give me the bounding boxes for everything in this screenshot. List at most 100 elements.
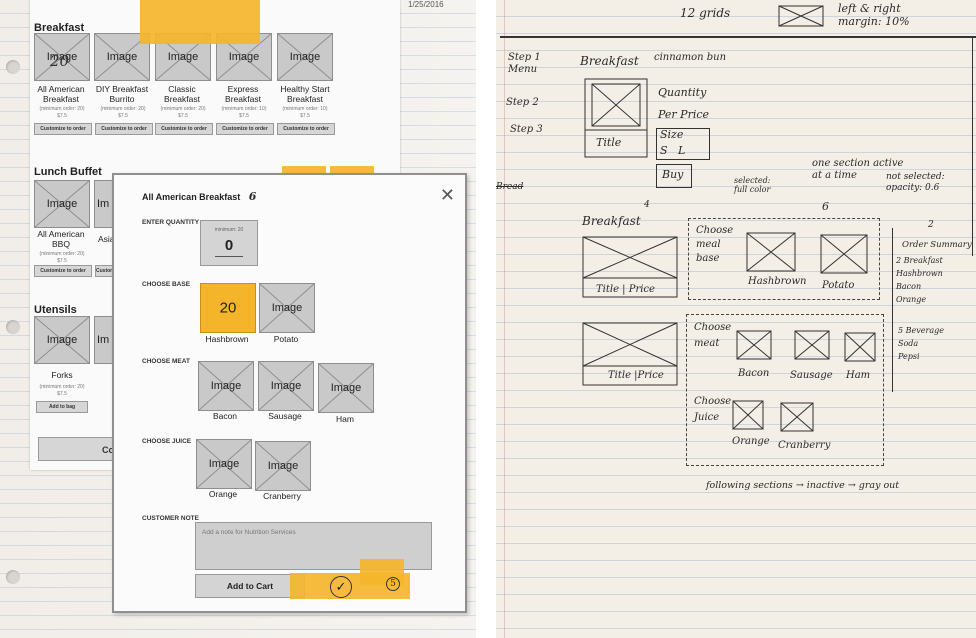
- breakfast-item-name: DIY Breakfast Burrito: [95, 84, 149, 104]
- juice-label: CHOOSE JUICE: [142, 438, 192, 445]
- customize-button[interactable]: Customize to order: [95, 123, 153, 135]
- qty-value: 0: [224, 237, 234, 254]
- meat-label: CHOOSE MEAT: [142, 358, 190, 365]
- price: $7.5: [300, 113, 310, 119]
- qty-min: minimum: 20: [214, 227, 244, 233]
- option-name: Hashbrown: [205, 334, 249, 344]
- thumb-label: Image: [228, 51, 260, 63]
- thumb-label: Image: [289, 51, 321, 63]
- notebook-margin-line: [504, 0, 505, 638]
- juice-option-orange[interactable]: Image: [196, 439, 252, 489]
- sketch-order-summary: [892, 228, 969, 392]
- sketch-text: 4: [644, 200, 650, 210]
- base-label: CHOOSE BASE: [142, 281, 191, 288]
- utensils-section-title: Utensils: [34, 304, 77, 316]
- customize-button[interactable]: Customize to order: [95, 265, 117, 277]
- min-order: (minimum order: 20): [39, 106, 85, 112]
- handwritten-mark: 6: [248, 190, 257, 203]
- min-order: (minimum order: 20): [160, 106, 206, 112]
- min-order: (minimum order: 10): [221, 106, 267, 112]
- binder-hole: [6, 320, 20, 334]
- thumb-label: Image: [46, 334, 78, 346]
- min-order: (minimum order: 10): [282, 106, 328, 112]
- sketch-box: [736, 330, 772, 360]
- sketch-text: 5 Beverage Soda Pepsi: [898, 326, 944, 361]
- breakfast-item-name: Express Breakfast: [225, 84, 261, 104]
- sketch-text: 2 Breakfast Hashbrown Bacon Orange: [896, 256, 943, 304]
- sketch-section-inactive: [686, 314, 884, 466]
- lunch-item-name: Asia: [98, 234, 115, 244]
- sketch-text: 6: [822, 200, 829, 213]
- utensil-name: Forks: [51, 370, 73, 380]
- add-to-cart-button[interactable]: Add to Cart: [195, 574, 305, 598]
- sketch-text: selected: full color: [734, 176, 771, 194]
- sketch-text: Bread: [496, 182, 524, 192]
- meat-option-ham[interactable]: Image: [318, 363, 374, 413]
- utensils-thumb[interactable]: Image: [34, 316, 90, 364]
- paper-prototype-photo: 1/25/2016 Breakfast Image 20 Image Image…: [0, 0, 476, 638]
- sketch-notebook-photo: 12 grids left & right margin: 10% Step 1…: [496, 0, 976, 638]
- quantity-input[interactable]: minimum: 20 0: [200, 220, 258, 266]
- thumb-label: Image: [208, 458, 240, 470]
- option-name: Bacon: [212, 411, 238, 421]
- close-icon[interactable]: ✕: [439, 185, 455, 205]
- thumb-label: Image: [330, 382, 362, 394]
- meat-option-sausage[interactable]: Image: [258, 361, 314, 411]
- price: $7.5: [57, 113, 67, 119]
- base-option-potato[interactable]: Image: [259, 283, 315, 333]
- thumb-label: Image: [106, 51, 138, 63]
- sketch-text: Sausage: [790, 370, 833, 381]
- meat-option-bacon[interactable]: Image: [198, 361, 254, 411]
- sketch-text: Breakfast: [582, 214, 641, 228]
- sketch-text: Choose meat: [694, 322, 732, 349]
- sketch-size-box: [656, 128, 710, 160]
- customize-button[interactable]: Customize to order: [155, 123, 213, 135]
- sketch-text: Choose Juice: [694, 396, 732, 423]
- lunch-section-title: Lunch Buffet: [34, 166, 102, 178]
- lunch-thumb[interactable]: Image: [34, 180, 90, 228]
- customize-button[interactable]: Customize to order: [277, 123, 335, 135]
- sketch-text: Step 3: [510, 124, 543, 135]
- sketch-card: [582, 322, 678, 386]
- sketch-section-base: [688, 218, 880, 300]
- price: $7.5: [239, 113, 249, 119]
- option-name: Orange: [208, 489, 238, 499]
- sketch-text: not selected: opacity: 0.6: [886, 172, 945, 193]
- customize-button[interactable]: Customize to order: [34, 123, 92, 135]
- customize-modal: All American Breakfast 6 ✕ ENTER QUANTIT…: [112, 173, 467, 613]
- sketch-box: [844, 332, 876, 362]
- sketch-box: [820, 234, 868, 274]
- sketch-box: [746, 232, 796, 272]
- sketch-text: left & right margin: 10%: [838, 2, 910, 28]
- breakfast-thumb[interactable]: Image: [277, 33, 333, 81]
- sketch-text: 2: [928, 220, 934, 230]
- sketch-text: 12 grids: [680, 6, 731, 20]
- sketch-text: Title: [596, 136, 622, 149]
- add-to-bag-button[interactable]: Add to bag: [36, 401, 88, 413]
- sketch-text: Step 2: [506, 97, 539, 108]
- sketch-card: [584, 78, 648, 158]
- sketch-box: [732, 400, 764, 430]
- base-option-hashbrown[interactable]: 20: [200, 283, 256, 333]
- juice-option-cranberry[interactable]: Image: [255, 441, 311, 491]
- thumb-label: Image: [46, 51, 78, 63]
- thumb-label: Image: [267, 460, 299, 472]
- sketch-text: Choose meal base: [696, 225, 734, 264]
- customize-button[interactable]: Customize to order: [216, 123, 274, 135]
- thumb-label: Image: [271, 302, 303, 314]
- customize-button[interactable]: Customize to order: [34, 265, 92, 277]
- sketch-text: Ham: [846, 370, 871, 381]
- thumb-label: Image: [210, 380, 242, 392]
- check-icon: ✓: [330, 576, 352, 598]
- binder-hole: [6, 60, 20, 74]
- breakfast-thumb[interactable]: Image: [34, 33, 90, 81]
- breakfast-section-title: Breakfast: [34, 22, 85, 34]
- min-order: (minimum order: 20): [39, 251, 85, 257]
- breakfast-item-name: All American Breakfast: [37, 84, 85, 104]
- sketch-text: S L: [660, 144, 686, 157]
- handwritten-20: 20: [50, 52, 70, 70]
- note-placeholder: Add a note for Nutrition Services: [202, 529, 296, 536]
- sketch-divider: [500, 36, 976, 38]
- breakfast-item-name: Classic Breakfast: [164, 84, 200, 104]
- min-order: (minimum order: 20): [39, 384, 85, 390]
